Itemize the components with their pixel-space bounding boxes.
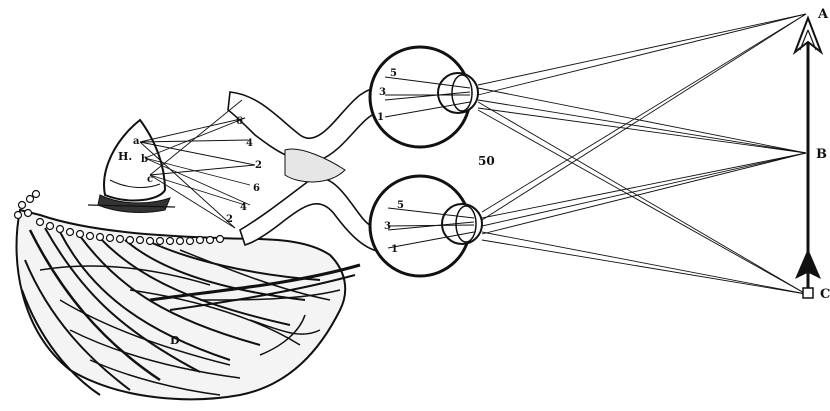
brain-num-6-lower: 6 [253,183,260,194]
upper-eye-num-3: 3 [379,87,386,98]
gland-label-c: c [147,174,153,185]
cerebellum-label-d: D [170,334,180,347]
cerebellum [15,191,361,400]
label-a: A [817,7,829,22]
brain-num-4-upper: 4 [246,138,253,149]
gland-label-h: H. [118,150,132,163]
gland-label-b: b [141,154,148,165]
brain-num-6-upper: 6 [236,116,243,127]
brain-num-4-lower: 4 [240,202,247,213]
pineal-gland [88,120,175,212]
brain-num-2-upper: 2 [255,160,262,171]
gland-label-a: a [133,136,140,147]
lower-eye-num-5: 5 [397,200,404,211]
label-c: C [820,287,830,302]
upper-eye-num-1: 1 [377,112,384,123]
label-b: B [816,147,827,162]
lower-eye-num-1: 1 [391,244,398,255]
optic-nerves [228,89,382,252]
upper-eye [370,47,478,147]
figure-number: 50 [478,154,495,168]
brain-num-2-lower: 2 [226,214,233,225]
lower-eye-num-3: 3 [384,221,391,232]
upper-eye-num-5: 5 [390,68,397,79]
